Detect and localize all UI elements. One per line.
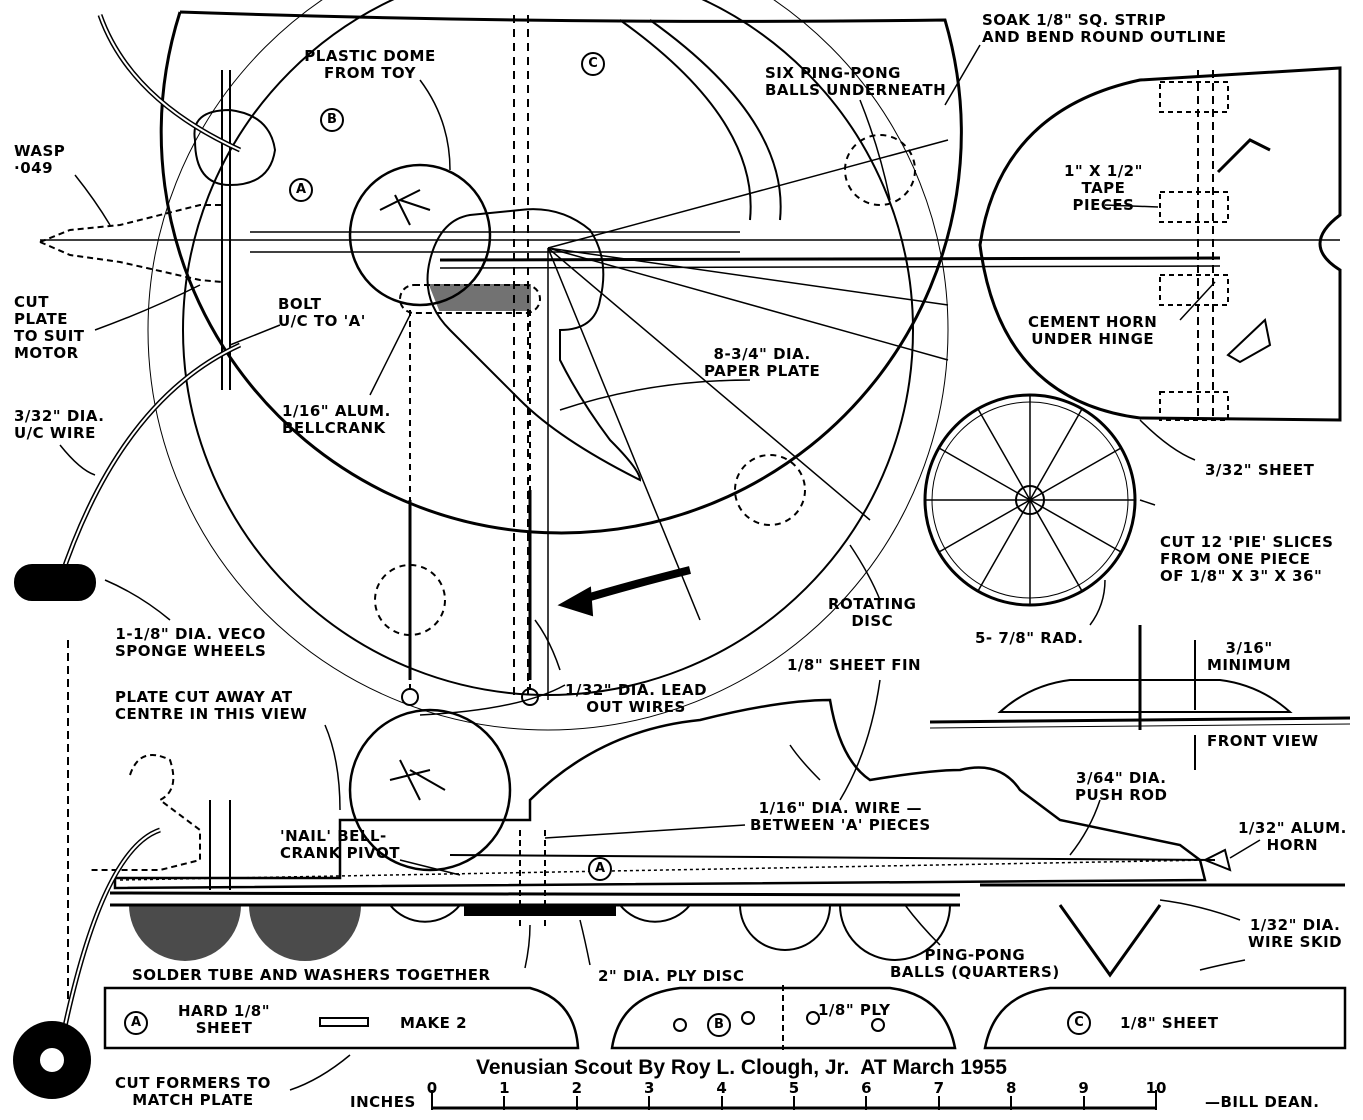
front-view: [929, 625, 1351, 770]
label-minimum: 3/16" MINIMUM: [1207, 639, 1292, 674]
scale-tick-label: 10: [1145, 1079, 1167, 1097]
scale-tick-label: 0: [426, 1079, 438, 1097]
bubble-a-side: A: [588, 857, 612, 881]
label-sheet-3-32: 3/32" SHEET: [1205, 461, 1315, 479]
side-view: [13, 640, 1345, 1099]
bubble-c-former: C: [1067, 1011, 1091, 1035]
label-ply: 1/8" PLY: [818, 1001, 891, 1019]
scale-tick-label: 1: [499, 1079, 510, 1097]
label-sheet-c: 1/8" SHEET: [1120, 1014, 1219, 1032]
label-sponge-wheels: 1-1/8" DIA. VECO SPONGE WHEELS: [115, 625, 267, 660]
label-cut-formers: CUT FORMERS TO MATCH PLATE: [115, 1074, 271, 1109]
scale-tick-label: 7: [933, 1079, 945, 1097]
label-uc-wire: 3/32" DIA. U/C WIRE: [14, 407, 105, 442]
label-lead-out-wires: 1/32" DIA. LEAD OUT WIRES: [565, 681, 708, 716]
label-ping-pong-quarters: PING-PONG BALLS (QUARTERS): [890, 946, 1060, 981]
label-make-2: MAKE 2: [400, 1014, 468, 1032]
bubble-a-former: A: [124, 1011, 148, 1035]
label-sheet-fin: 1/8" SHEET FIN: [787, 656, 922, 674]
scale-tick-label: 9: [1078, 1079, 1089, 1097]
label-paper-plate: 8-3/4" DIA. PAPER PLATE: [704, 345, 821, 380]
scale-tick-label: 6: [861, 1079, 872, 1097]
scale-tick-label: 3: [643, 1079, 655, 1097]
bubble-c-plan: C: [581, 52, 605, 76]
tail-plan-view: [978, 66, 1342, 422]
bubble-b-plan: B: [320, 108, 344, 132]
disc-plan-view: [14, 0, 1340, 731]
label-wasp-engine: WASP ·049: [14, 142, 66, 177]
label-solder-tube: SOLDER TUBE AND WASHERS TOGETHER: [132, 966, 491, 984]
label-wire-between: 1/16" DIA. WIRE — BETWEEN 'A' PIECES: [750, 799, 931, 834]
label-inches: INCHES: [350, 1093, 416, 1111]
label-six-ping-pong: SIX PING-PONG BALLS UNDERNEATH: [765, 64, 947, 99]
label-wire-skid: 1/32" DIA. WIRE SKID: [1248, 916, 1343, 951]
pie-disc-view: [923, 393, 1137, 607]
formers: [103, 985, 1347, 1050]
label-tape-pieces: 1" X 1/2" TAPE PIECES: [1064, 162, 1143, 214]
bubble-a-plan: A: [289, 178, 313, 202]
scale-tick-label: 4: [716, 1079, 727, 1097]
label-hard-sheet: HARD 1/8" SHEET: [178, 1002, 271, 1037]
label-soak-strip: SOAK 1/8" SQ. STRIP AND BEND ROUND OUTLI…: [982, 11, 1227, 46]
label-alum-horn: 1/32" ALUM. HORN: [1238, 819, 1347, 854]
bubble-b-former: B: [707, 1013, 731, 1037]
scale-tick-label: 5: [788, 1079, 800, 1097]
label-plastic-dome: PLASTIC DOME FROM TOY: [304, 47, 436, 82]
label-push-rod: 3/64" DIA. PUSH ROD: [1075, 769, 1168, 804]
drawing-title: Venusian Scout By Roy L. Clough, Jr. AT …: [476, 1056, 1007, 1079]
label-ply-disc: 2" DIA. PLY DISC: [598, 967, 745, 985]
label-bill-dean: —BILL DEAN.: [1205, 1093, 1320, 1111]
label-radius: 5- 7/8" RAD.: [975, 629, 1084, 647]
label-bellcrank: 1/16" ALUM. BELLCRANK: [282, 402, 391, 437]
scale-bar: [431, 1090, 1157, 1110]
label-plate-cut-away: PLATE CUT AWAY AT CENTRE IN THIS VIEW: [115, 688, 308, 723]
label-cut-plate: CUT PLATE TO SUIT MOTOR: [14, 293, 85, 362]
label-front-view: FRONT VIEW: [1207, 732, 1319, 750]
label-bolt-uc: BOLT U/C TO 'A': [278, 295, 366, 330]
label-rotating-disc: ROTATING DISC: [828, 595, 917, 630]
scale-tick-label: 8: [1005, 1079, 1017, 1097]
leader-arrows: [59, 44, 1261, 1091]
scale-tick-label: 2: [571, 1079, 583, 1097]
label-cut-pie-slices: CUT 12 'PIE' SLICES FROM ONE PIECE OF 1/…: [1160, 533, 1334, 585]
label-cement-horn: CEMENT HORN UNDER HINGE: [1028, 313, 1158, 348]
label-nail-bellcrank: 'NAIL' BELL- CRANK PIVOT: [280, 827, 400, 862]
